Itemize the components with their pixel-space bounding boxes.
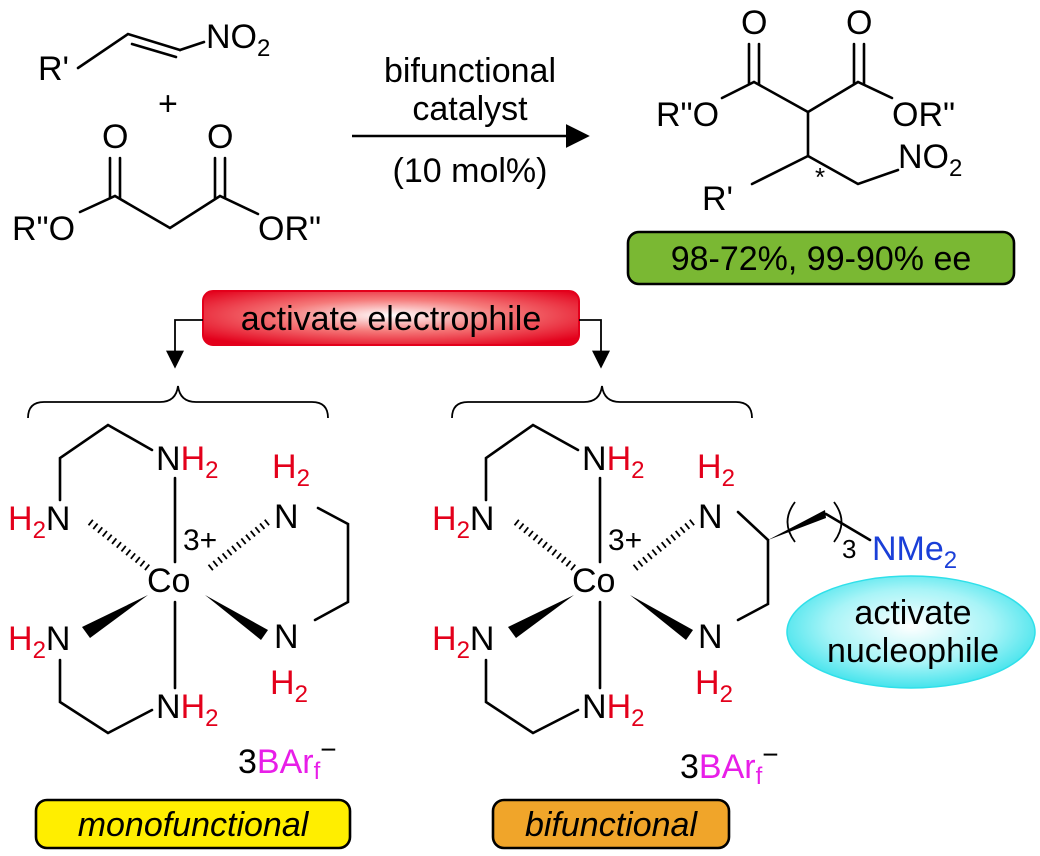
- mono-n-left-bottom: H2N: [8, 620, 70, 664]
- electrophile-box: [202, 290, 580, 346]
- bi-h-right-top: H2: [697, 448, 735, 492]
- product-nitro-bond: [806, 154, 900, 186]
- result-badge: 98-72%, 99-90% ee: [626, 230, 1016, 286]
- mono-n-left-top: H2N: [8, 500, 70, 544]
- malonate-ester-left: R"O: [12, 210, 75, 248]
- nucleophile-oval: [786, 575, 1036, 689]
- mono-wedge-left: [82, 595, 148, 638]
- bi-n-top: NH2: [582, 440, 644, 484]
- product-r-bond: [750, 154, 810, 186]
- malonate-carbonyl-o-right: O: [207, 118, 233, 156]
- bi-en-bottom: [484, 658, 580, 735]
- nitroalkene: R' NO2: [38, 18, 270, 88]
- alkene-double-bond: [130, 42, 178, 59]
- c-n-bond: [178, 40, 206, 52]
- bi-complex: 3 Co 3+ NH2 H2N H2 N H2N N H2 NH2 NMe2 3…: [432, 423, 957, 790]
- bi-label-text: bifunctional: [525, 806, 698, 844]
- product-ester-right: OR": [892, 96, 955, 134]
- product-carbonyl-o-left: O: [741, 4, 767, 42]
- brace-mono: [27, 385, 329, 419]
- mono-counterion: 3BArf−: [238, 734, 337, 785]
- mono-wedge-right: [205, 595, 268, 640]
- reaction-arrow: bifunctional catalyst (10 mol%): [352, 52, 590, 190]
- mono-en-bottom: [58, 658, 154, 735]
- product-nitro-label: NO2: [898, 138, 962, 182]
- bi-n-bottom: NH2: [582, 688, 644, 732]
- electrophile-activation: activate electrophile: [166, 290, 610, 369]
- mono-hash-left: [87, 519, 151, 571]
- brace-bi: [451, 385, 753, 419]
- mono-n-right-bottom: N: [274, 618, 299, 656]
- bi-stereo-wedge: [768, 510, 826, 540]
- product-carbonyl-o-right: O: [846, 4, 872, 42]
- mono-en-top: [58, 423, 154, 502]
- nucleophile-label-line2: nucleophile: [827, 632, 999, 670]
- bi-label-badge: bifunctional: [491, 798, 731, 850]
- product: O O R"O OR" * NO2 R': [656, 4, 962, 218]
- mono-n-right-top: N: [274, 498, 299, 536]
- mono-hash-right: [207, 517, 273, 571]
- bi-tether: [824, 512, 872, 542]
- malonate-backbone: [78, 194, 260, 230]
- nucleophile-activation: activate nucleophile: [786, 575, 1036, 689]
- electrophile-arrow-left: [166, 319, 203, 369]
- mono-label-badge: monofunctional: [34, 798, 352, 850]
- bi-hash-right: [632, 517, 698, 571]
- nitroalkene-r-label: R': [38, 50, 69, 88]
- alkene-bond: [76, 32, 182, 70]
- product-r-label: R': [702, 180, 733, 218]
- malonate: O O R"O OR": [12, 118, 321, 248]
- mono-cobalt: Co: [147, 562, 190, 600]
- bi-en-top: [484, 423, 580, 502]
- bi-cobalt: Co: [572, 562, 615, 600]
- bi-charge: 3+: [608, 524, 642, 557]
- nitro-label: NO2: [206, 18, 270, 62]
- arrow-condition-line1: bifunctional: [384, 52, 556, 90]
- malonate-carbonyl-o-left: O: [102, 118, 128, 156]
- plus-sign: +: [158, 85, 178, 123]
- electrophile-label: activate electrophile: [241, 300, 542, 338]
- mono-n-bottom: NH2: [156, 688, 218, 732]
- mono-charge: 3+: [183, 524, 217, 557]
- malonate-ester-right: OR": [258, 210, 321, 248]
- product-ester-left: R"O: [656, 96, 719, 134]
- bi-counterion: 3BArf−: [680, 739, 779, 790]
- electrophile-arrow-right: [579, 319, 610, 369]
- mono-h-right-top: H2: [272, 448, 310, 492]
- bi-backbone-right: [736, 510, 770, 622]
- arrow-condition-loading: (10 mol%): [393, 152, 548, 190]
- bi-hash-left: [513, 519, 577, 571]
- mono-h-right-bottom: H2: [270, 664, 308, 708]
- bi-n-left-bottom: H2N: [432, 620, 494, 664]
- arrow-condition-line2: catalyst: [412, 90, 528, 128]
- mono-label-text: monofunctional: [78, 806, 310, 844]
- mono-n-top: NH2: [156, 440, 218, 484]
- bi-tether-count: 3: [842, 534, 856, 564]
- bi-nme2-label: NMe2: [872, 530, 957, 574]
- bi-paren-left: [786, 501, 796, 543]
- mono-en-right: [313, 506, 350, 622]
- bi-wedge-right: [630, 595, 693, 640]
- nucleophile-label-line1: activate: [854, 594, 971, 632]
- bi-wedge-left: [508, 595, 574, 638]
- bi-n-left-top: H2N: [432, 500, 494, 544]
- result-badge-text: 98-72%, 99-90% ee: [671, 240, 972, 278]
- product-backbone: [720, 80, 894, 114]
- mono-complex: Co 3+ NH2 H2N H2 N H2N N H2 NH2 3BArf−: [8, 423, 350, 785]
- bi-paren-right: [833, 501, 843, 543]
- bi-n-right-top: N: [698, 498, 723, 536]
- product-stereocenter-mark: *: [815, 162, 825, 192]
- bi-n-right-bottom: N: [698, 618, 723, 656]
- bi-h-right-bottom: H2: [695, 664, 733, 708]
